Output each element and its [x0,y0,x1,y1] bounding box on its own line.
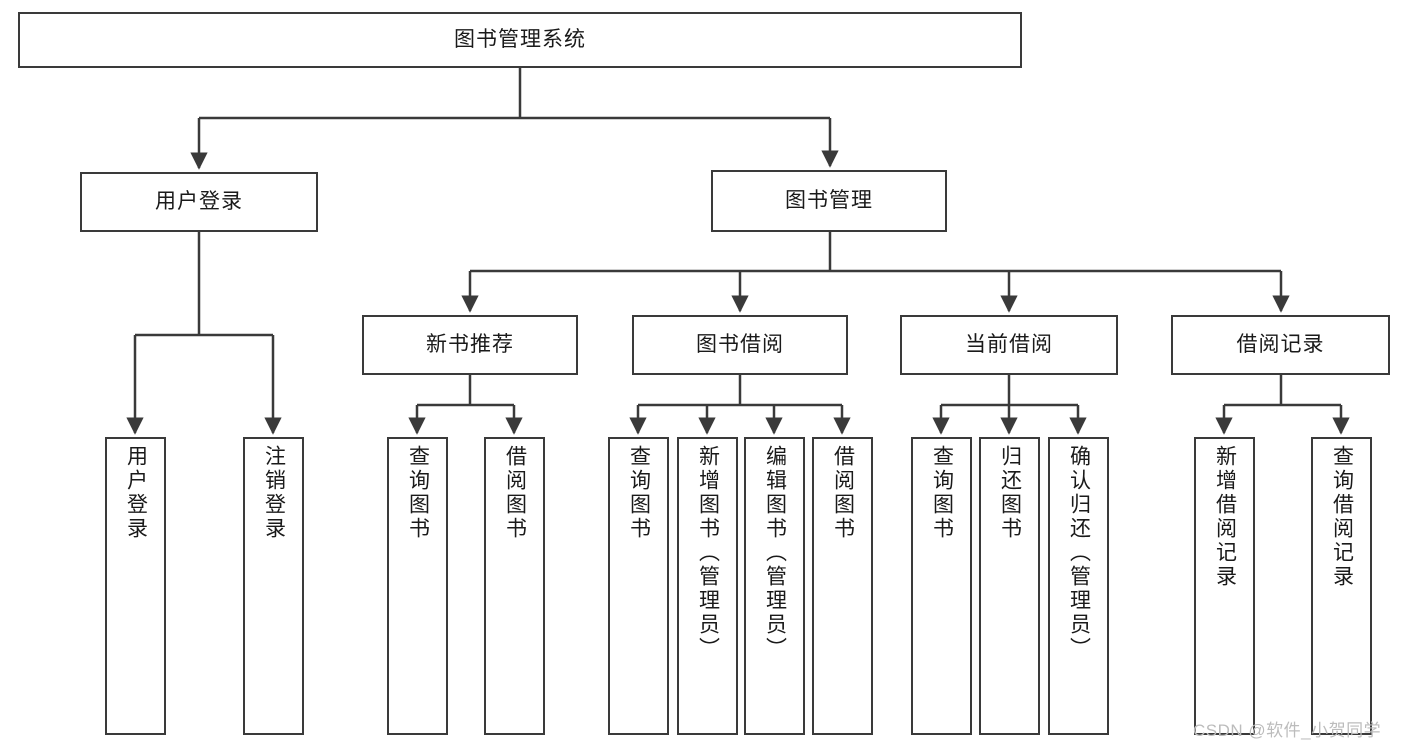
node-book-borrow[interactable]: 图书借阅 [632,315,848,375]
node-leaf-return-book-label: 归还图书 [998,445,1022,541]
node-leaf-user-login[interactable]: 用户登录 [105,437,166,735]
node-leaf-add-book[interactable]: 新增图书（管理员） [677,437,738,735]
node-leaf-edit-book[interactable]: 编辑图书（管理员） [744,437,805,735]
node-leaf-borrow-book-1[interactable]: 借阅图书 [484,437,545,735]
node-leaf-add-record[interactable]: 新增借阅记录 [1194,437,1255,735]
node-leaf-edit-book-label: 编辑图书（管理员） [763,445,787,661]
node-current-borrow[interactable]: 当前借阅 [900,315,1118,375]
node-book-manage[interactable]: 图书管理 [711,170,947,232]
node-user-login[interactable]: 用户登录 [80,172,318,232]
node-leaf-borrow-book-2[interactable]: 借阅图书 [812,437,873,735]
node-new-book-rec[interactable]: 新书推荐 [362,315,578,375]
node-new-book-rec-label: 新书推荐 [426,333,514,357]
node-leaf-query-book-3-label: 查询图书 [930,445,954,541]
node-borrow-record[interactable]: 借阅记录 [1171,315,1390,375]
node-leaf-query-book-2-label: 查询图书 [627,445,651,541]
node-book-borrow-label: 图书借阅 [696,333,784,357]
node-leaf-add-book-label: 新增图书（管理员） [696,445,720,661]
node-book-manage-label: 图书管理 [785,189,873,213]
node-root[interactable]: 图书管理系统 [18,12,1022,68]
node-root-label: 图书管理系统 [454,28,586,52]
node-leaf-borrow-book-1-label: 借阅图书 [503,445,527,541]
csdn-watermark: CSDN @软件_小贺同学 [1193,721,1382,740]
node-leaf-return-book[interactable]: 归还图书 [979,437,1040,735]
node-leaf-add-record-label: 新增借阅记录 [1213,445,1237,589]
node-leaf-user-login-label: 用户登录 [124,445,148,541]
node-leaf-logout[interactable]: 注销登录 [243,437,304,735]
node-leaf-query-book-1[interactable]: 查询图书 [387,437,448,735]
node-leaf-confirm-return[interactable]: 确认归还（管理员） [1048,437,1109,735]
node-leaf-query-record-label: 查询借阅记录 [1330,445,1354,589]
node-leaf-query-record[interactable]: 查询借阅记录 [1311,437,1372,735]
node-leaf-query-book-2[interactable]: 查询图书 [608,437,669,735]
node-leaf-query-book-3[interactable]: 查询图书 [911,437,972,735]
node-leaf-confirm-return-label: 确认归还（管理员） [1067,445,1091,661]
node-borrow-record-label: 借阅记录 [1236,333,1325,357]
node-current-borrow-label: 当前借阅 [965,333,1053,357]
node-user-login-label: 用户登录 [155,190,243,214]
node-leaf-query-book-1-label: 查询图书 [406,445,430,541]
node-leaf-borrow-book-2-label: 借阅图书 [831,445,855,541]
node-leaf-logout-label: 注销登录 [262,445,286,541]
